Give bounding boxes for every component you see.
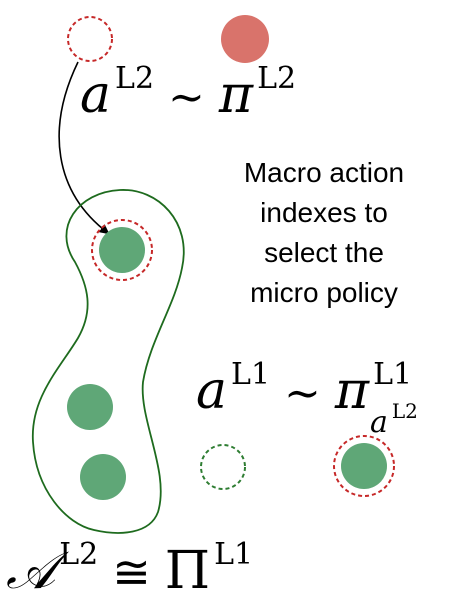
macro-action-unselected-circle: [67, 16, 113, 62]
top-formula: a L2 ∼ π L2: [80, 61, 296, 125]
caption-line-4: micro policy: [250, 277, 398, 308]
selected-primitive-circle: [341, 443, 387, 489]
mid-formula: a L1 ∼ π L1: [196, 357, 412, 421]
caption-line-1: Macro action: [244, 157, 404, 188]
selected-primitive-ring: [333, 435, 395, 497]
selected-micro-policy-circle: [99, 227, 145, 273]
micro-policy-set-outline: [32, 189, 185, 534]
caption-line-2: indexes to: [260, 197, 388, 228]
micro-policy-circle-2: [67, 384, 113, 430]
mid-formula-subscript: a L2: [370, 399, 418, 440]
macro-action-selected-circle: [221, 15, 269, 63]
bottom-formula: 𝒜 L2 ≅ Π L1: [6, 537, 253, 601]
micro-policy-circle-3: [80, 454, 126, 500]
index-arrow: [58, 61, 110, 235]
selected-micro-policy-ring: [91, 219, 153, 281]
caption-line-3: select the: [264, 237, 384, 268]
unselected-primitive-circle: [200, 444, 246, 490]
